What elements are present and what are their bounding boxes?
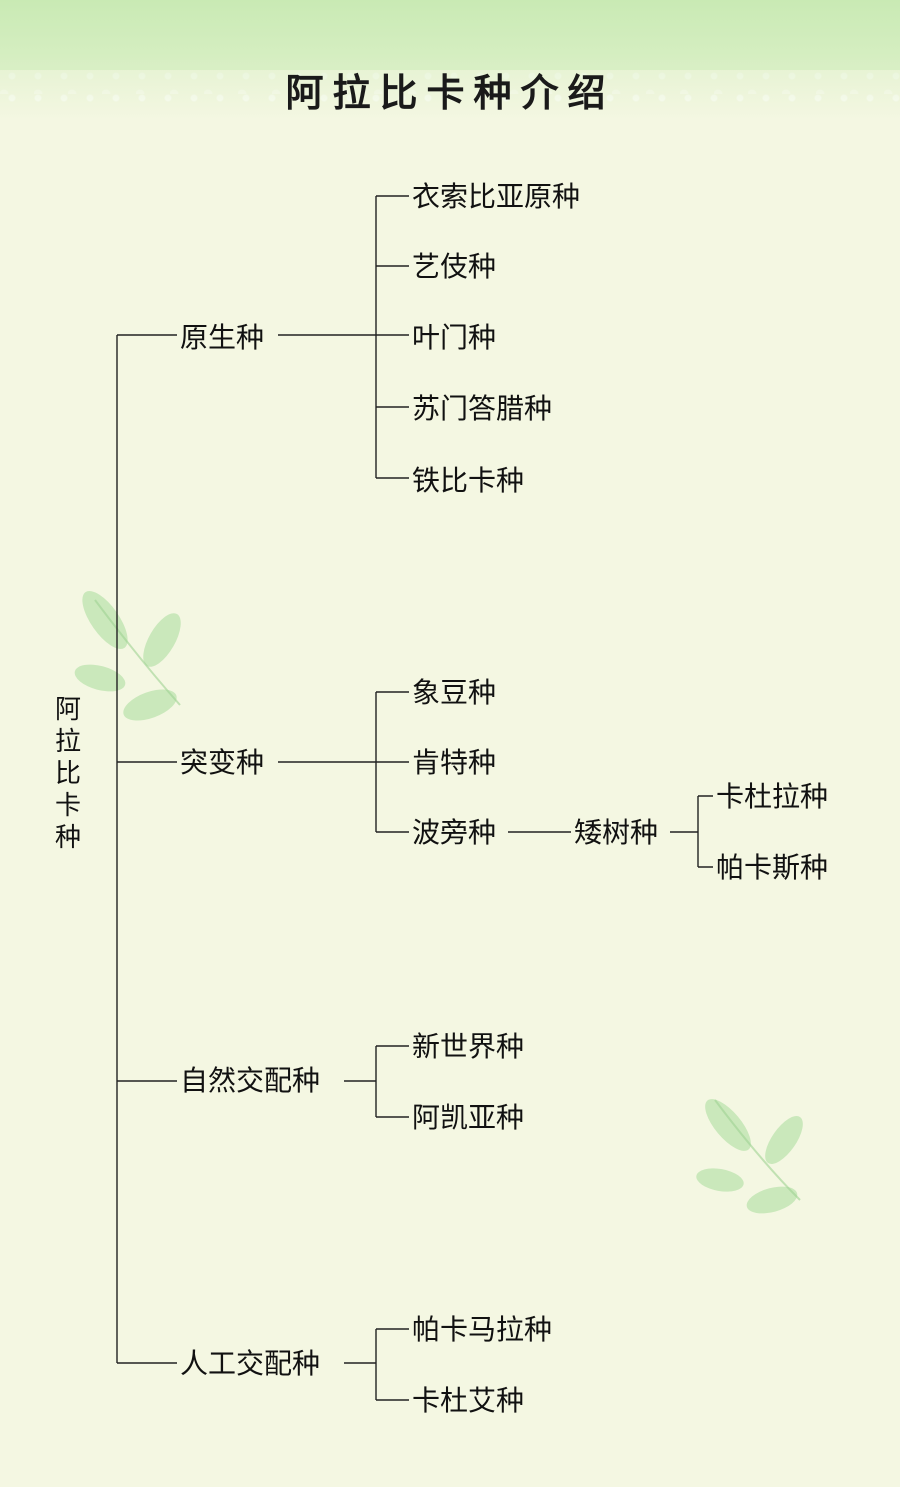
variety-node: 新世界种: [409, 1030, 528, 1064]
variety-node: 象豆种: [409, 676, 500, 710]
variety-node: 肯特种: [409, 746, 500, 780]
category-node: 突变种: [177, 746, 268, 780]
variety-node: 帕卡马拉种: [409, 1313, 556, 1347]
variety-node: 卡杜拉种: [713, 780, 832, 814]
page-title: 阿拉比卡种介绍: [285, 70, 615, 115]
variety-node: 衣索比亚原种: [409, 180, 584, 214]
top-banner: [0, 0, 900, 70]
leaf-stem: [714, 1099, 801, 1201]
variety-node: 铁比卡种: [409, 464, 528, 498]
category-node: 人工交配种: [177, 1347, 324, 1381]
category-node: 自然交配种: [177, 1064, 324, 1098]
variety-node: 叶门种: [409, 321, 500, 355]
variety-node: 卡杜艾种: [409, 1384, 528, 1418]
leaf-icon: [705, 1099, 751, 1151]
variety-node: 矮树种: [571, 816, 662, 850]
leaf-icon: [746, 1186, 798, 1214]
lace-fade: [0, 60, 900, 120]
leaf-stem: [94, 599, 181, 706]
variety-node: 阿凯亚种: [409, 1101, 528, 1135]
leaf-icon: [123, 689, 177, 721]
root-node: 阿拉比卡种: [54, 695, 81, 853]
leaf-icon: [74, 664, 126, 692]
variety-node: 帕卡斯种: [713, 851, 832, 885]
leaf-icon: [143, 613, 181, 667]
leaf-icon: [765, 1116, 803, 1164]
category-node: 原生种: [177, 321, 268, 355]
variety-node: 波旁种: [409, 816, 500, 850]
variety-node: 艺伎种: [409, 250, 500, 284]
variety-node: 苏门答腊种: [409, 392, 556, 426]
leaf-icon: [696, 1168, 744, 1192]
